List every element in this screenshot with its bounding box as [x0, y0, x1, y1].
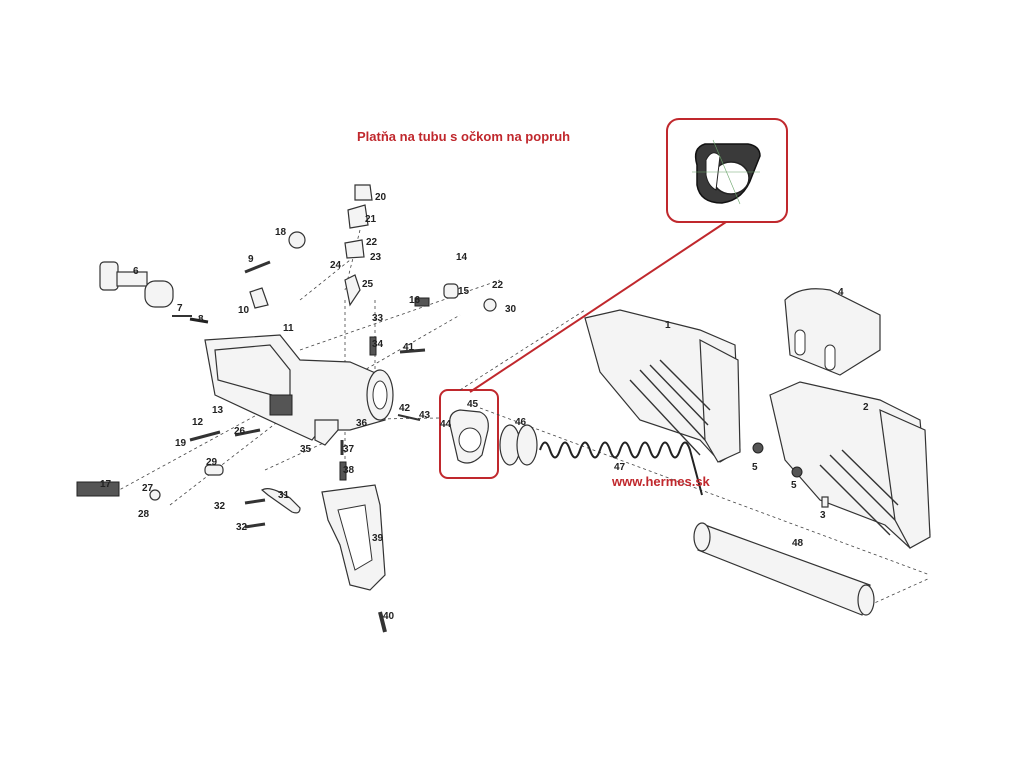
callout-32b: 32 — [236, 522, 248, 533]
callout-25: 25 — [362, 279, 374, 290]
callout-18: 18 — [275, 227, 287, 238]
callout-5a: 5 — [752, 462, 758, 473]
part-trigger-guard — [260, 488, 301, 514]
callout-19: 19 — [175, 438, 187, 449]
callout-37: 37 — [343, 444, 355, 455]
callout-32a: 32 — [214, 501, 226, 512]
cheek-rest — [784, 288, 881, 376]
callout-33: 33 — [372, 313, 384, 324]
part-spring — [539, 441, 703, 496]
callout-3: 3 — [820, 510, 826, 521]
callout-30: 30 — [505, 304, 517, 315]
callout-39: 39 — [372, 533, 384, 544]
callout-14: 14 — [456, 252, 468, 263]
diagram-title: Platňa na tubu s očkom na popruh — [357, 129, 570, 144]
callout-26: 26 — [234, 426, 246, 437]
callout-23: 23 — [370, 252, 382, 263]
callout-47: 47 — [614, 462, 626, 473]
callout-38: 38 — [343, 465, 355, 476]
part-buffer — [99, 261, 174, 308]
callout-20: 20 — [375, 192, 387, 203]
callout-7: 7 — [177, 303, 183, 314]
callout-36: 36 — [356, 418, 368, 429]
part-mag-catch — [76, 481, 120, 497]
callout-13: 13 — [212, 405, 224, 416]
inset-part-highlight — [666, 118, 788, 223]
small-pins — [149, 184, 829, 633]
callout-24: 24 — [330, 260, 342, 271]
callout-12: 12 — [192, 417, 204, 428]
callout-22a: 22 — [366, 237, 378, 248]
callout-8: 8 — [198, 314, 204, 325]
callout-11: 11 — [283, 323, 294, 334]
callout-44: 44 — [440, 419, 452, 430]
callout-48: 48 — [792, 538, 804, 549]
callout-9: 9 — [248, 254, 254, 265]
sling-plate-photo — [692, 139, 761, 205]
watermark: www.hermes.sk — [611, 474, 711, 489]
callout-43: 43 — [419, 410, 431, 421]
callout-28: 28 — [138, 509, 150, 520]
callout-46: 46 — [515, 417, 527, 428]
callout-1: 1 — [665, 320, 671, 331]
callout-16: 16 — [409, 295, 421, 306]
callout-17: 17 — [100, 479, 112, 490]
callout-31: 31 — [278, 490, 290, 501]
callout-10: 10 — [238, 305, 250, 316]
callout-4: 4 — [838, 287, 844, 298]
callout-41: 41 — [403, 342, 415, 353]
part-buffer-tube — [693, 522, 875, 616]
callout-42: 42 — [399, 403, 411, 414]
lower-receiver — [204, 334, 394, 441]
callout-27: 27 — [142, 483, 154, 494]
pointer-line — [469, 221, 727, 393]
stock-2 — [769, 381, 931, 549]
part-45-highlight-box — [439, 389, 499, 479]
callout-29: 29 — [206, 457, 218, 468]
callout-labels: 1 2 3 4 5 5 6 7 8 9 10 11 12 13 14 15 16… — [100, 192, 869, 622]
callout-5b: 5 — [791, 480, 797, 491]
callout-45: 45 — [467, 399, 479, 410]
callout-2: 2 — [863, 402, 869, 413]
part-grip — [321, 484, 386, 591]
callout-15: 15 — [458, 286, 470, 297]
callout-34: 34 — [372, 339, 384, 350]
stock-1 — [584, 309, 741, 463]
callout-35: 35 — [300, 444, 312, 455]
part-selector — [314, 419, 339, 446]
callout-22b: 22 — [492, 280, 504, 291]
callout-6: 6 — [133, 266, 139, 277]
part-sling-plate — [449, 409, 489, 464]
part-castle-nut — [499, 424, 538, 466]
callout-21: 21 — [365, 214, 377, 225]
callout-40: 40 — [383, 611, 395, 622]
